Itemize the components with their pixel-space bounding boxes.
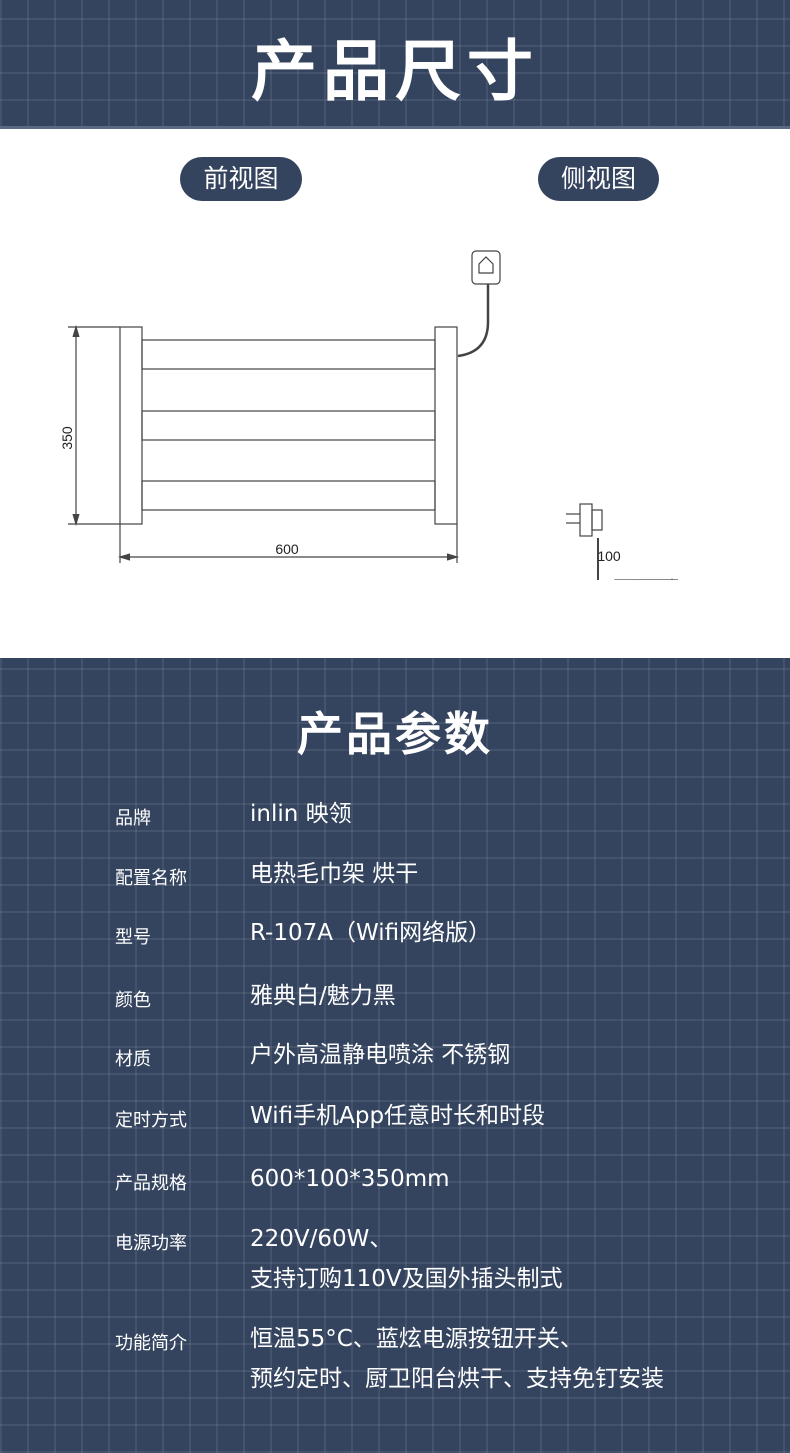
- param-value: Wifi手机App任意时长和时段: [250, 1103, 546, 1129]
- height-dimension-label: 350: [59, 426, 75, 450]
- front-view-drawing: 350 600 350 100: [59, 250, 678, 580]
- depth-dimension-label: 100: [597, 548, 621, 564]
- params-section: 产品参数 品牌 inlin 映领 配置名称 电热毛巾架 烘干 型号 R-107A（Wi…: [0, 658, 790, 1453]
- param-value: 预约定时、厨卫阳台烘干、支持免钉安装: [250, 1366, 664, 1392]
- param-label: 型号: [115, 927, 151, 948]
- param-value: 220V/60W、: [250, 1226, 393, 1252]
- param-label: 电源功率: [115, 1233, 187, 1254]
- param-value: 电热毛巾架 烘干: [250, 861, 419, 887]
- param-label: 功能简介: [115, 1333, 187, 1354]
- width-dimension-label: 600: [275, 541, 299, 557]
- page-title: 产品尺寸: [251, 33, 539, 110]
- side-view-label: 侧视图: [538, 157, 659, 201]
- side-view-drawing: [566, 503, 678, 580]
- front-view-label: 前视图: [180, 157, 302, 201]
- param-value: 恒温55°C、蓝炫电源按钮开关、: [250, 1326, 583, 1352]
- param-label: 材质: [115, 1049, 151, 1070]
- divider: [0, 126, 790, 129]
- param-label: 配置名称: [115, 868, 187, 889]
- param-value: 600*100*350mm: [250, 1166, 450, 1192]
- plug-icon: [471, 250, 501, 285]
- param-label: 产品规格: [115, 1173, 187, 1194]
- param-label: 定时方式: [115, 1110, 187, 1131]
- params-title: 产品参数: [297, 707, 493, 761]
- param-value: 户外高温静电喷涂 不锈钢: [250, 1042, 511, 1068]
- header-banner: 产品尺寸: [0, 0, 790, 128]
- param-label: 品牌: [115, 808, 151, 829]
- param-value: inlin 映领: [250, 801, 352, 827]
- param-label: 颜色: [115, 990, 151, 1011]
- param-value: R-107A（Wifi网络版）: [250, 920, 492, 946]
- param-value: 支持订购110V及国外插头制式: [250, 1266, 563, 1292]
- param-value: 雅典白/魅力黑: [250, 983, 396, 1009]
